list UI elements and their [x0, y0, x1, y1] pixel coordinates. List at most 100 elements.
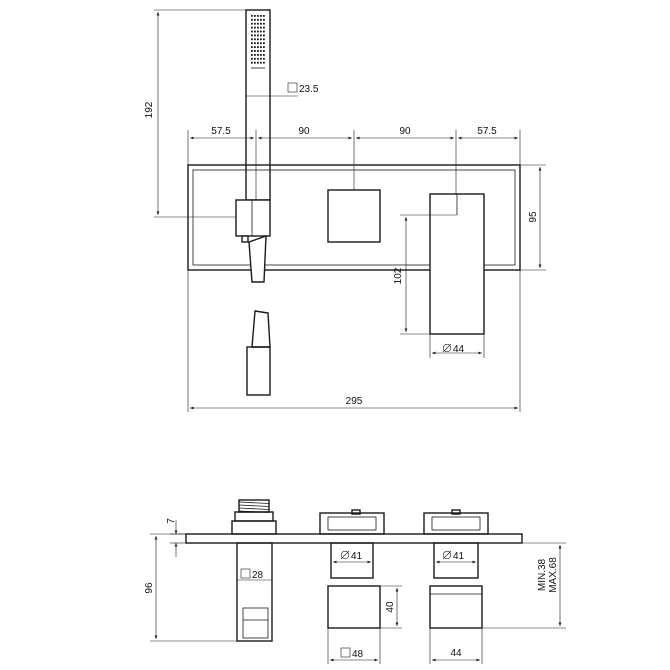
side-holder: [236, 542, 273, 642]
nozzle: [263, 22, 265, 25]
dimension-44-side: 44: [429, 628, 483, 664]
nozzle: [254, 34, 256, 37]
label-max-68: MAX.68: [548, 557, 559, 593]
nozzle: [251, 38, 253, 41]
dimension-chain-top: 57.5 90 90 57.5: [187, 126, 521, 200]
nozzle: [257, 46, 259, 48]
label-7: 7: [166, 518, 177, 524]
nozzle: [251, 22, 253, 25]
side-knob-2: [423, 509, 489, 629]
label-192: 192: [144, 101, 155, 118]
nozzle: [263, 46, 265, 48]
nozzle: [254, 22, 256, 25]
nozzle: [257, 61, 259, 64]
nozzle: [254, 54, 256, 56]
nozzle: [257, 50, 259, 52]
label-48: 48: [352, 649, 364, 660]
nozzle: [251, 46, 253, 48]
nozzle: [263, 42, 265, 45]
dimension-min-max: MIN.38 MAX.68: [482, 542, 566, 629]
label-57-5-left: 57.5: [211, 126, 231, 137]
nozzle: [257, 18, 259, 21]
nozzle: [260, 38, 262, 41]
nozzle: [263, 18, 265, 21]
thread-line: [238, 507, 270, 510]
mixer-lever: [429, 193, 485, 335]
thread-line: [238, 504, 270, 507]
dimension-41-left: 41: [333, 550, 371, 564]
nozzle: [257, 22, 259, 25]
top-view: 192 23.5 57.5 90 90 57.5: [144, 9, 546, 412]
nozzle: [254, 26, 256, 29]
nozzle: [260, 50, 262, 52]
nozzle: [254, 61, 256, 64]
dimension-48: 48: [327, 628, 381, 664]
nozzle: [260, 57, 262, 60]
dimension-192: 192: [144, 9, 246, 218]
threaded-connector: [231, 499, 277, 535]
label-90-left: 90: [298, 126, 310, 137]
nozzle: [260, 18, 262, 21]
nozzle: [251, 26, 253, 29]
dimension-95: 95: [520, 164, 546, 271]
nozzle: [257, 30, 259, 33]
label-96: 96: [144, 582, 155, 594]
nozzle: [260, 30, 262, 33]
nozzle: [263, 15, 265, 17]
label-90-right: 90: [399, 126, 411, 137]
nozzle: [263, 61, 265, 64]
nozzle: [263, 50, 265, 52]
nozzle: [260, 42, 262, 45]
nozzle: [251, 54, 253, 56]
dimension-41-right: 41: [436, 550, 476, 564]
nozzle: [254, 18, 256, 21]
nozzle: [251, 42, 253, 45]
dimension-28: 28: [237, 568, 272, 581]
nozzle: [251, 50, 253, 52]
nozzle: [257, 57, 259, 60]
dimension-40: 40: [380, 585, 402, 629]
nozzle: [254, 50, 256, 52]
nozzle: [260, 46, 262, 48]
thread-line: [238, 501, 270, 504]
nozzle: [251, 30, 253, 33]
nozzle: [251, 15, 253, 17]
label-44-top: 44: [453, 344, 465, 355]
side-plate: [185, 533, 523, 544]
label-41-left: 41: [351, 551, 363, 562]
nozzle: [251, 34, 253, 37]
nozzle: [257, 42, 259, 45]
nozzle: [260, 22, 262, 25]
label-40: 40: [385, 601, 396, 613]
dimension-295: 295: [187, 270, 521, 412]
dimension-44-top: 44: [429, 334, 485, 358]
dimension-7: 7: [166, 518, 186, 557]
nozzle: [254, 30, 256, 33]
nozzle: [260, 54, 262, 56]
dimension-96: 96: [144, 533, 237, 642]
nozzle: [251, 61, 253, 64]
nozzle: [257, 38, 259, 41]
nozzle: [254, 42, 256, 45]
dimension-23-5: 23.5: [246, 82, 319, 97]
nozzle: [263, 54, 265, 56]
hose-holder: [235, 199, 271, 283]
label-295: 295: [346, 396, 363, 407]
nozzle: [257, 15, 259, 17]
label-95: 95: [528, 211, 539, 223]
nozzle: [257, 34, 259, 37]
shower-nozzle-grid: [251, 15, 265, 64]
nozzle: [263, 30, 265, 33]
side-view: 7 96 28 41 41: [144, 499, 566, 664]
nozzle: [251, 18, 253, 21]
label-57-5-right: 57.5: [477, 126, 497, 137]
nozzle: [254, 46, 256, 48]
spout: [246, 310, 271, 396]
nozzle: [257, 26, 259, 29]
hand-shower: [245, 9, 271, 201]
label-23-5: 23.5: [299, 84, 319, 95]
nozzle: [251, 57, 253, 60]
label-44-side: 44: [450, 648, 462, 659]
nozzle: [263, 57, 265, 60]
